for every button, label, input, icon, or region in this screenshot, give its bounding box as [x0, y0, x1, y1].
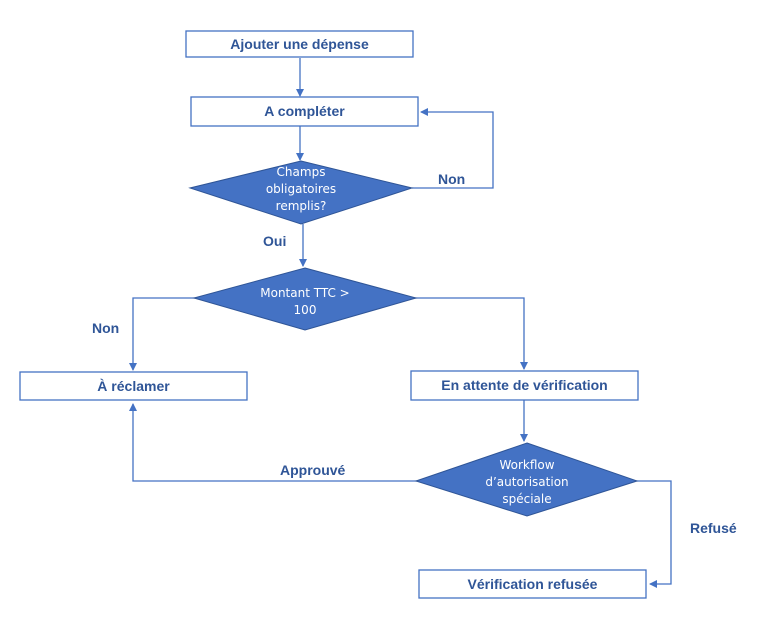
decision-montant-line2: 100 — [294, 303, 317, 317]
decision-champs-line3: remplis? — [276, 199, 327, 213]
box-en-attente-label: En attente de vérification — [441, 377, 607, 393]
decision-champs-line1: Champs — [277, 165, 326, 179]
box-ajouter-depense: Ajouter une dépense — [185, 30, 414, 58]
box-verif-refusee-label: Vérification refusée — [468, 576, 598, 592]
edge-label-non-top: Non — [438, 171, 465, 187]
decision-workflow-line2: d’autorisation — [485, 475, 568, 489]
edge-workflow-refuse-to-verif — [636, 480, 672, 588]
decision-montant-ttc: Montant TTC > 100 — [192, 267, 418, 331]
decision-workflow-line1: Workflow — [499, 458, 554, 472]
edge-label-refuse: Refusé — [690, 520, 737, 536]
decision-workflow-autorisation: Workflow d’autorisation spéciale — [414, 442, 639, 517]
box-a-reclamer: À réclamer — [19, 371, 248, 401]
box-a-completer-label: A compléter — [264, 103, 345, 119]
decision-champs-obligatoires: Champs obligatoires remplis? — [188, 160, 414, 225]
edge-label-approuve: Approuvé — [280, 462, 346, 478]
box-verification-refusee: Vérification refusée — [418, 569, 647, 599]
box-ajouter-label: Ajouter une dépense — [230, 36, 369, 52]
box-en-attente: En attente de vérification — [410, 370, 639, 401]
box-a-reclamer-label: À réclamer — [97, 378, 170, 394]
edge-montant-to-attente — [414, 297, 528, 370]
edge-montant-non-to-reclamer — [129, 297, 196, 371]
box-a-completer: A compléter — [190, 96, 419, 127]
decision-montant-line1: Montant TTC > — [260, 286, 349, 300]
decision-workflow-line3: spéciale — [502, 492, 551, 506]
edge-label-non-left: Non — [92, 320, 119, 336]
edge-label-oui: Oui — [263, 233, 286, 249]
edge-champs-non-to-completer — [412, 108, 494, 189]
decision-champs-line2: obligatoires — [266, 182, 336, 196]
edge-workflow-approuve-to-reclamer — [129, 403, 417, 482]
